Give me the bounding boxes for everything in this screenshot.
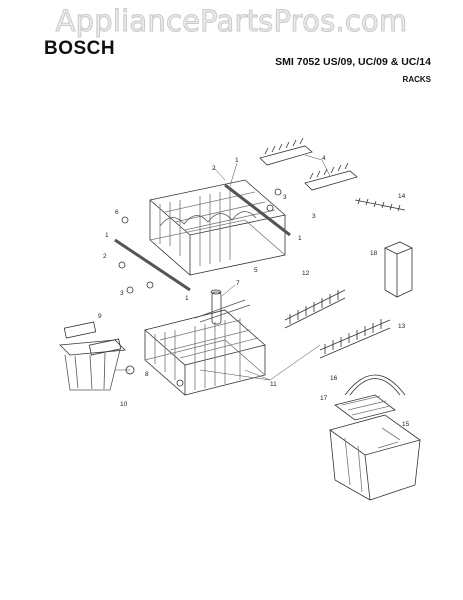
section-title: RACKS: [402, 75, 431, 84]
callout-11: 11: [270, 381, 277, 388]
callout-14: 14: [398, 193, 406, 200]
tine-strip-14: [354, 197, 406, 212]
side-basket-10: [59, 339, 126, 391]
rail-and-clips: [114, 183, 291, 387]
callout-1c: 1: [185, 295, 189, 302]
callout-13: 13: [398, 323, 406, 330]
callout-9: 9: [98, 313, 102, 320]
callout-5: 5: [254, 267, 258, 274]
cutlery-basket-15: [329, 414, 421, 501]
callout-3b: 3: [120, 290, 124, 297]
callout-2b: 2: [103, 253, 107, 260]
callout-1a: 1: [235, 157, 239, 164]
tine-rack-4: [259, 137, 358, 191]
callout-18: 18: [370, 250, 378, 257]
callout-10: 10: [120, 401, 128, 408]
callout-2a: 2: [212, 165, 216, 172]
tine-section-13: [319, 319, 391, 359]
callout-16: 16: [330, 375, 338, 382]
lower-rack: [144, 289, 266, 396]
callout-1d: 1: [298, 235, 302, 242]
cutlery-holder-18: [384, 241, 413, 298]
tine-section-12: [284, 289, 346, 329]
callout-7: 7: [236, 280, 240, 287]
basket-handle-16: [344, 374, 406, 396]
callout-6: 6: [115, 209, 119, 216]
callout-8: 8: [145, 371, 149, 378]
basket-lid-17: [334, 394, 396, 421]
callout-17: 17: [320, 395, 328, 402]
callout-12: 12: [302, 270, 310, 277]
upper-rack: [149, 179, 286, 276]
small-racks-9: [63, 321, 122, 356]
callout-4: 4: [322, 155, 326, 162]
model-number: SMI 7052 US/09, UC/09 & UC/14: [275, 56, 431, 68]
callout-1b: 1: [105, 232, 109, 239]
brand-logo: BOSCH: [44, 38, 116, 59]
callout-15: 15: [402, 421, 410, 428]
callout-3c: 3: [312, 213, 316, 220]
callout-3a: 3: [283, 194, 287, 201]
